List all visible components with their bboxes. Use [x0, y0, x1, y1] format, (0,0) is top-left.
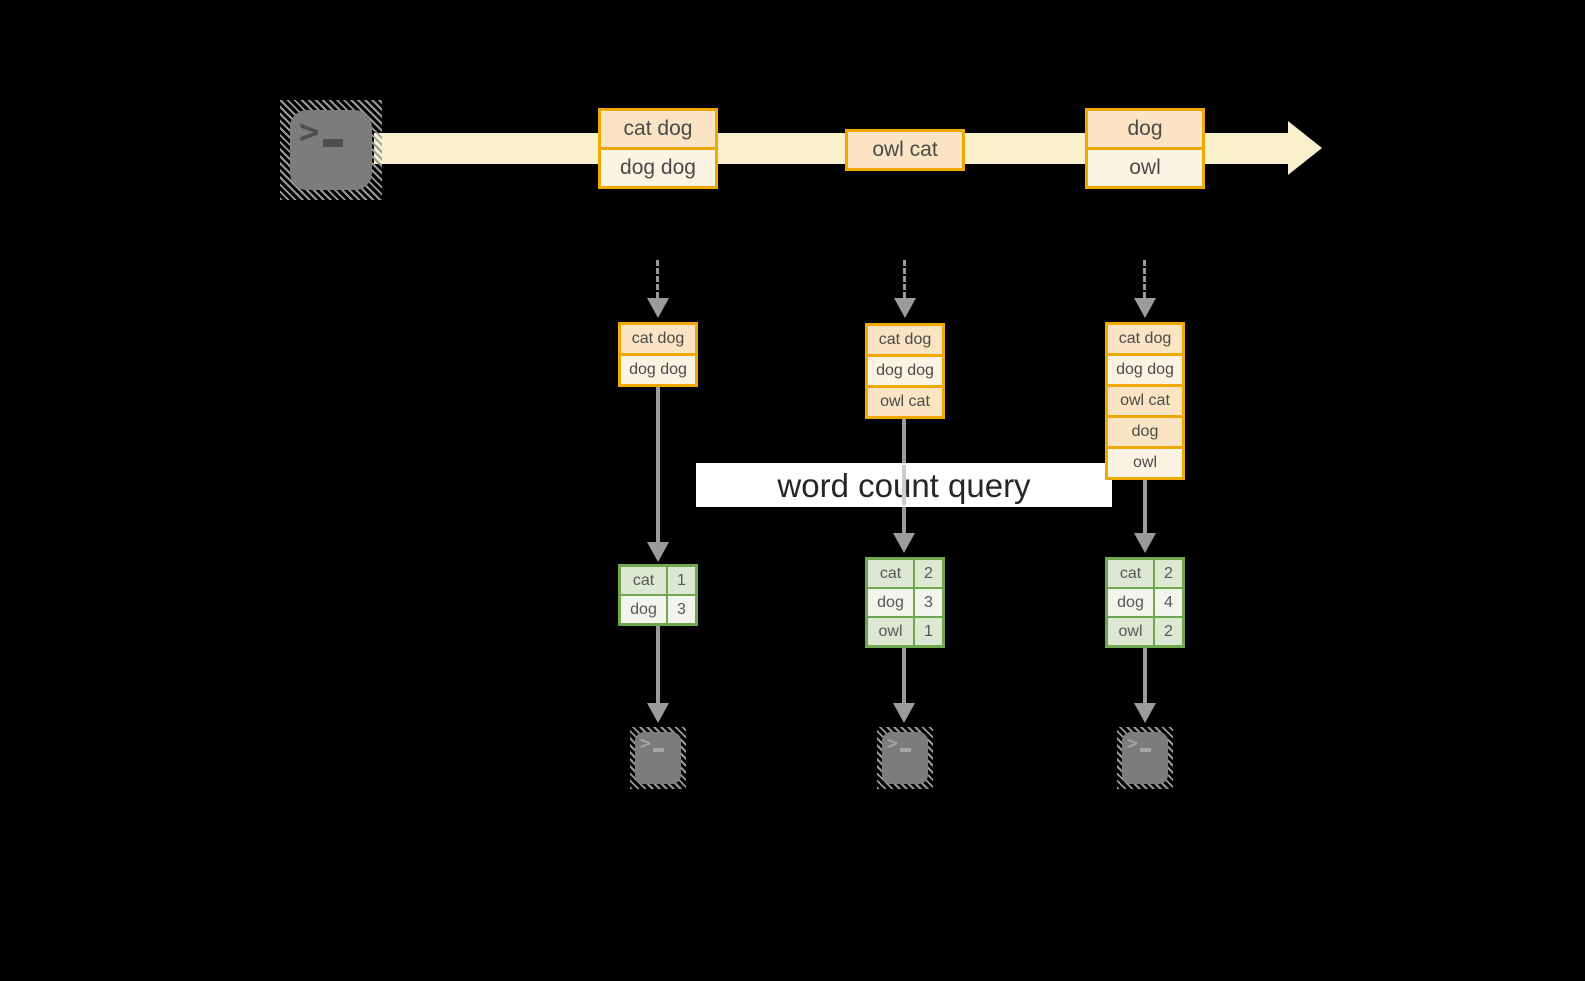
arrow-head-icon — [647, 542, 669, 562]
state-box-2: cat dog dog dog owl cat — [865, 323, 945, 419]
source-terminal-icon: > — [280, 100, 382, 200]
prompt-underscore-icon — [323, 139, 343, 147]
count-cell: 2 — [915, 560, 942, 587]
count-row: cat 2 — [868, 560, 942, 587]
word-cell: cat — [621, 567, 668, 594]
count-cell: 3 — [915, 589, 942, 616]
state-row: dog — [1108, 415, 1182, 446]
count-row: owl 2 — [1108, 616, 1182, 645]
terminal-body: > — [882, 732, 928, 784]
output-terminal-icon-3: > — [1117, 727, 1173, 789]
word-cell: cat — [868, 560, 915, 587]
word-cell: cat — [1108, 560, 1155, 587]
record-row: owl cat — [848, 132, 962, 168]
count-row: dog 4 — [1108, 587, 1182, 616]
record-row: dog dog — [601, 147, 715, 186]
state-row: owl — [1108, 446, 1182, 477]
record-row: dog — [1088, 111, 1202, 147]
prompt-chevron-icon: > — [640, 733, 651, 754]
state-box-1: cat dog dog dog — [618, 322, 698, 387]
arrow-head-icon — [1134, 298, 1156, 318]
count-cell: 2 — [1155, 618, 1182, 645]
arrow-head-icon — [893, 533, 915, 553]
arrow-shaft — [902, 648, 906, 704]
output-terminal-icon-2: > — [877, 727, 933, 789]
word-cell: dog — [1108, 589, 1155, 616]
stream-record-3: dog owl — [1085, 108, 1205, 189]
terminal-body: > — [1122, 732, 1168, 784]
count-cell: 1 — [915, 618, 942, 645]
count-table-1: cat 1 dog 3 — [618, 564, 698, 626]
prompt-chevron-icon: > — [1127, 733, 1138, 754]
word-cell: dog — [868, 589, 915, 616]
arrow-head-icon — [1134, 703, 1156, 723]
stream-arrowhead-icon — [1288, 121, 1322, 175]
count-table-2: cat 2 dog 3 owl 1 — [865, 557, 945, 648]
word-cell: owl — [1108, 618, 1155, 645]
prompt-underscore-icon — [900, 748, 911, 752]
arrow-shaft — [656, 626, 660, 704]
stream-record-2: owl cat — [845, 129, 965, 171]
state-row: dog dog — [621, 353, 695, 384]
dashed-arrow-shaft — [903, 260, 906, 298]
count-cell: 1 — [668, 567, 695, 594]
arrow-shaft — [656, 387, 660, 543]
record-row: cat dog — [601, 111, 715, 147]
state-row: owl cat — [868, 385, 942, 416]
terminal-body: > — [635, 732, 681, 784]
count-table-3: cat 2 dog 4 owl 2 — [1105, 557, 1185, 648]
arrow-shaft — [1143, 648, 1147, 704]
count-row: cat 1 — [621, 567, 695, 594]
dashed-arrow-shaft — [656, 260, 659, 298]
count-row: dog 3 — [868, 587, 942, 616]
prompt-chevron-icon: > — [299, 112, 320, 152]
prompt-underscore-icon — [653, 748, 664, 752]
arrow-head-icon — [893, 703, 915, 723]
count-row: owl 1 — [868, 616, 942, 645]
state-row: cat dog — [868, 326, 942, 354]
count-row: cat 2 — [1108, 560, 1182, 587]
word-cell: dog — [621, 596, 668, 623]
arrow-shaft — [1143, 480, 1147, 534]
count-cell: 3 — [668, 596, 695, 623]
dashed-arrow-shaft — [1143, 260, 1146, 298]
count-row: dog 3 — [621, 594, 695, 623]
word-cell: owl — [868, 618, 915, 645]
output-terminal-icon-1: > — [630, 727, 686, 789]
arrow-head-icon — [647, 298, 669, 318]
arrow-head-icon — [1134, 533, 1156, 553]
state-row: dog dog — [1108, 353, 1182, 384]
prompt-chevron-icon: > — [887, 733, 898, 754]
arrow-head-icon — [647, 703, 669, 723]
record-row: owl — [1088, 147, 1202, 186]
state-row: owl cat — [1108, 384, 1182, 415]
state-row: cat dog — [621, 325, 695, 353]
count-cell: 2 — [1155, 560, 1182, 587]
state-box-3: cat dog dog dog owl cat dog owl — [1105, 322, 1185, 480]
terminal-body: > — [290, 110, 372, 190]
arrow-through-label — [902, 465, 906, 505]
count-cell: 4 — [1155, 589, 1182, 616]
state-row: dog dog — [868, 354, 942, 385]
arrow-head-icon — [894, 298, 916, 318]
prompt-underscore-icon — [1140, 748, 1151, 752]
stream-record-1: cat dog dog dog — [598, 108, 718, 189]
state-row: cat dog — [1108, 325, 1182, 353]
